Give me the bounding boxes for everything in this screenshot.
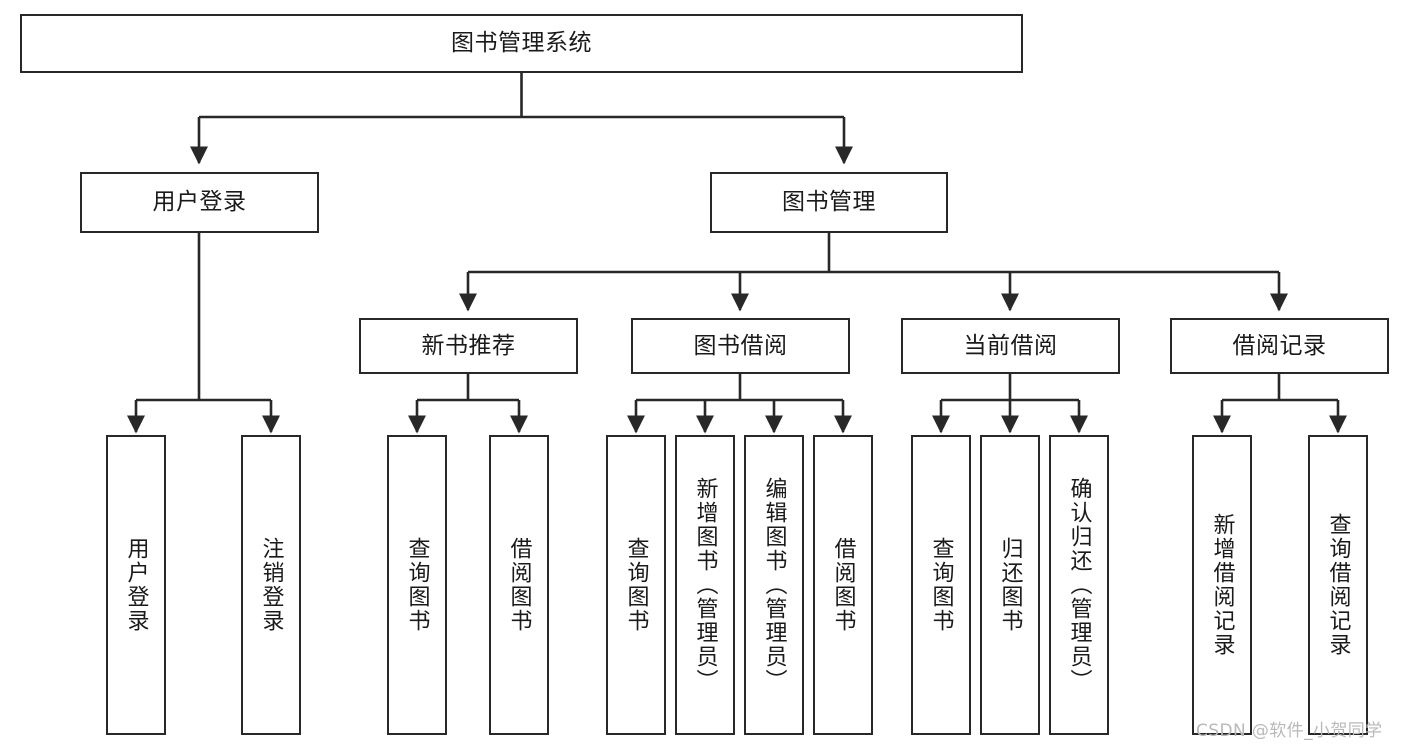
csdn-watermark: CSDN @软件_小贺同学 bbox=[1196, 721, 1383, 741]
node-label: 图书管理系统 bbox=[451, 30, 592, 57]
leaf-borrow-book[interactable]: 借阅图书 bbox=[813, 435, 873, 735]
node-label: 新增借阅记录 bbox=[1209, 513, 1235, 657]
node-label: 注销登录 bbox=[258, 537, 284, 633]
node-label: 查询图书 bbox=[623, 537, 649, 633]
node-current-borrow[interactable]: 当前借阅 bbox=[901, 318, 1120, 374]
node-label: 查询图书 bbox=[404, 537, 430, 633]
leaf-add-book-admin[interactable]: 新增图书（管理员） bbox=[675, 435, 735, 735]
node-label: 确认归还（管理员） bbox=[1066, 477, 1092, 693]
leaf-return-book[interactable]: 归还图书 bbox=[980, 435, 1040, 735]
leaf-add-borrow-record[interactable]: 新增借阅记录 bbox=[1192, 435, 1252, 735]
leaf-edit-book-admin[interactable]: 编辑图书（管理员） bbox=[744, 435, 804, 735]
node-label: 图书借阅 bbox=[693, 332, 788, 359]
node-root-system[interactable]: 图书管理系统 bbox=[20, 14, 1023, 73]
leaf-logout[interactable]: 注销登录 bbox=[241, 435, 301, 735]
node-label: 新书推荐 bbox=[421, 332, 516, 359]
leaf-borrow-book-recommend[interactable]: 借阅图书 bbox=[489, 435, 549, 735]
leaf-query-book-recommend[interactable]: 查询图书 bbox=[387, 435, 447, 735]
leaf-query-book-current[interactable]: 查询图书 bbox=[911, 435, 971, 735]
leaf-confirm-return-admin[interactable]: 确认归还（管理员） bbox=[1049, 435, 1109, 735]
node-new-book-recommend[interactable]: 新书推荐 bbox=[359, 318, 578, 374]
leaf-user-login[interactable]: 用户登录 bbox=[106, 435, 166, 735]
node-label: 新增图书（管理员） bbox=[692, 477, 718, 693]
node-label: 借阅图书 bbox=[830, 537, 856, 633]
node-label: 图书管理 bbox=[782, 189, 876, 216]
node-label: 当前借阅 bbox=[963, 332, 1058, 359]
node-label: 借阅图书 bbox=[506, 537, 532, 633]
node-label: 查询图书 bbox=[928, 537, 954, 633]
node-user-login[interactable]: 用户登录 bbox=[80, 172, 319, 233]
node-book-management[interactable]: 图书管理 bbox=[710, 172, 948, 233]
node-borrow-record[interactable]: 借阅记录 bbox=[1170, 318, 1389, 374]
node-label: 编辑图书（管理员） bbox=[761, 477, 787, 693]
node-label: 用户登录 bbox=[123, 537, 149, 633]
node-label: 归还图书 bbox=[997, 537, 1023, 633]
node-book-borrow[interactable]: 图书借阅 bbox=[631, 318, 850, 374]
node-label: 用户登录 bbox=[152, 189, 247, 216]
node-label: 借阅记录 bbox=[1232, 332, 1327, 359]
leaf-query-borrow-record[interactable]: 查询借阅记录 bbox=[1308, 435, 1368, 735]
node-label: 查询借阅记录 bbox=[1325, 513, 1351, 657]
leaf-query-book-borrow[interactable]: 查询图书 bbox=[606, 435, 666, 735]
